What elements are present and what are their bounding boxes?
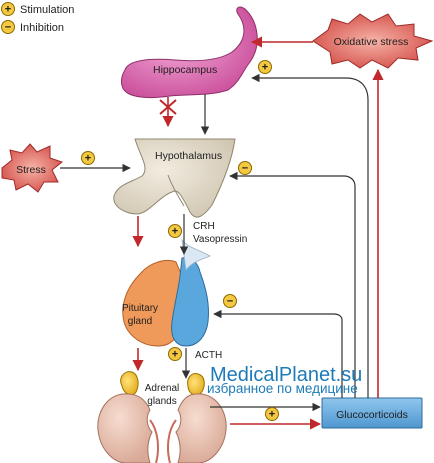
badges: + + − + − + + (81, 60, 279, 421)
feedback-pituitary-arrow (213, 309, 343, 398)
pituitary-label-line2: gland (128, 316, 152, 327)
hypothalamus-contour (167, 174, 185, 207)
legend: + Stimulation − Inhibition (1, 2, 74, 34)
minus-badge-icon (223, 294, 237, 308)
pituitary-label-line1: Pituitary (122, 303, 158, 314)
minus-symbol: − (227, 296, 233, 308)
plus-badge-icon (168, 347, 182, 361)
badge-stress-plus: + (81, 151, 95, 165)
acth-label: ACTH (195, 350, 222, 361)
feedback-hippocampus-arrow (251, 73, 369, 398)
ureter-right (167, 419, 177, 463)
minus-badge-icon (238, 161, 252, 175)
badge-pituitary-minus: − (223, 294, 237, 308)
kidney-left (97, 393, 153, 463)
adrenal-label-line1: Adrenal (145, 383, 179, 394)
plus-symbol: + (5, 4, 11, 16)
pituitary-posterior (171, 257, 209, 347)
stress-burst (1, 143, 64, 193)
watermark-line1: MedicalPlanet.su (210, 364, 362, 386)
oxidative-stress: Oxidative stress (312, 13, 434, 69)
plus-symbol: + (172, 349, 178, 361)
plus-symbol: + (269, 409, 275, 421)
adrenal-right (187, 373, 205, 396)
plus-symbol: + (172, 226, 178, 238)
crh-label: CRH (193, 221, 215, 232)
legend-inhibition: − Inhibition (1, 20, 64, 34)
oxidative-stress-label: Oxidative stress (334, 36, 409, 48)
badge-acth-plus: + (168, 347, 182, 361)
kidney-right (175, 393, 227, 463)
vasopressin-label: Vasopressin (193, 234, 247, 245)
pituitary-stalk (181, 238, 211, 272)
badge-adrenal-plus: + (265, 407, 279, 421)
hippocampus: Hippocampus (121, 6, 258, 99)
ureter-left (149, 419, 159, 463)
plus-badge-icon (81, 151, 95, 165)
legend-stimulation: + Stimulation (1, 2, 74, 16)
hypothalamus-shape (113, 138, 236, 218)
stress: Stress (1, 143, 64, 193)
badge-oxidative-plus: + (258, 60, 272, 74)
plus-symbol: + (262, 62, 268, 74)
legend-stimulation-label: Stimulation (20, 4, 74, 16)
plus-symbol: + (85, 153, 91, 165)
feedback-hypothalamus-arrow (229, 171, 356, 398)
glucocorticoids-label: Glucocorticoids (336, 409, 408, 421)
glucocorticoids: Glucocorticoids (321, 397, 423, 429)
plus-badge-icon (168, 224, 182, 238)
badge-crh-plus: + (168, 224, 182, 238)
minus-symbol: − (5, 22, 11, 34)
watermark-line2: избранное по медицине (207, 381, 358, 396)
arrows (60, 36, 384, 430)
minus-symbol: − (242, 163, 248, 175)
glucocorticoids-box (321, 397, 423, 429)
hippocampus-label: Hippocampus (153, 64, 217, 76)
minus-badge-icon (1, 20, 15, 34)
blocked-x-icon (159, 99, 177, 115)
oxidative-stress-burst (312, 13, 434, 69)
adrenal-label-line2: glands (147, 396, 176, 407)
watermark: MedicalPlanet.su избранное по медицине (207, 364, 362, 396)
pituitary-gland: Pituitary gland (122, 238, 211, 347)
hypothalamus: Hypothalamus (113, 138, 236, 218)
stress-label: Stress (16, 164, 46, 176)
hippocampus-shape (121, 6, 258, 99)
kidneys (97, 393, 227, 463)
hypothalamus-label: Hypothalamus (155, 150, 222, 162)
badge-hypothalamus-minus: − (238, 161, 252, 175)
adrenal-glands: Adrenal glands (120, 371, 205, 407)
adrenal-left (120, 371, 139, 396)
plus-badge-icon (1, 2, 15, 16)
legend-inhibition-label: Inhibition (20, 22, 64, 34)
plus-badge-icon (258, 60, 272, 74)
plus-badge-icon (265, 407, 279, 421)
